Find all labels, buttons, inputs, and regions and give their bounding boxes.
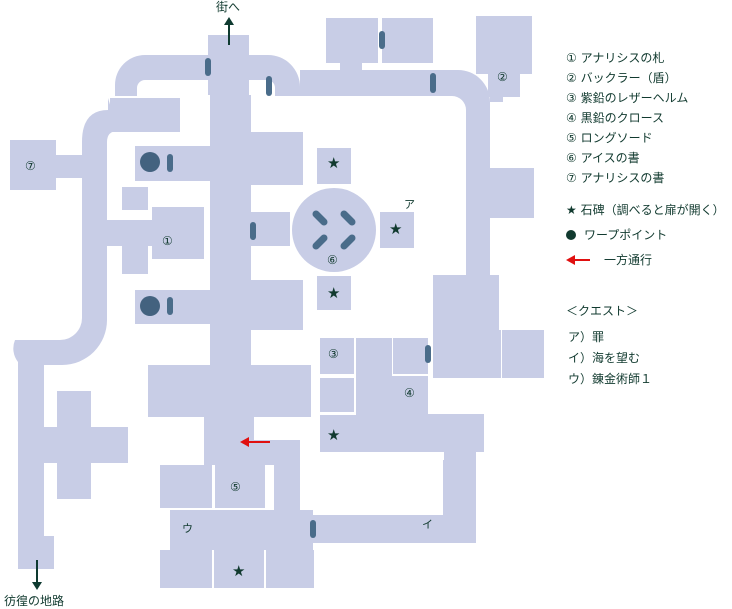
quest-marker-i: イ xyxy=(422,518,433,531)
exit-bottom-label: 彷徨の地路 xyxy=(4,594,65,608)
warp-point-icon xyxy=(140,152,160,172)
circle-pillars xyxy=(312,210,356,250)
room-label-2: ② xyxy=(497,70,508,84)
door xyxy=(250,222,256,240)
stele-icon: ★ xyxy=(389,220,403,238)
legend-item: ⑥ アイスの書 xyxy=(566,151,640,165)
map-floor xyxy=(10,16,544,588)
room-label-4: ④ xyxy=(404,386,415,400)
room-label-3: ③ xyxy=(328,347,339,361)
quest-item: イ）海を望む xyxy=(568,351,641,365)
stele-icon: ★ xyxy=(327,154,341,172)
legend-warp: ワープポイント xyxy=(584,228,668,242)
legend-item: ② バックラー（盾） xyxy=(566,71,677,85)
stele-icon: ★ xyxy=(232,562,246,580)
exit-top-label: 街へ xyxy=(216,0,241,14)
quest-marker-a: ア xyxy=(404,198,415,211)
quest-marker-u: ウ xyxy=(182,522,193,535)
door xyxy=(379,31,385,49)
legend-item: ⑤ ロングソード xyxy=(566,131,653,145)
door xyxy=(425,345,431,363)
legend-item: ④ 黒鉛のクロース xyxy=(566,111,664,125)
stele-icon: ★ xyxy=(327,426,341,444)
legend-stele: ★ 石碑（調べると扉が開く） xyxy=(566,203,725,217)
room-label-1: ① xyxy=(162,234,173,248)
legend-icons xyxy=(566,230,590,265)
warp-legend-icon xyxy=(566,230,576,240)
exit-arrows xyxy=(32,17,234,590)
legend-item: ③ 紫鉛のレザーヘルム xyxy=(566,91,689,105)
door xyxy=(167,297,173,315)
legend-oneway: 一方通行 xyxy=(604,253,653,267)
warp-point-icon xyxy=(140,296,160,316)
legend-item: ① アナリシスの札 xyxy=(566,51,665,65)
warp-points xyxy=(140,152,160,316)
stele-icon: ★ xyxy=(327,284,341,302)
quest-item: ウ）錬金術師１ xyxy=(568,372,653,386)
map-doors xyxy=(167,31,436,538)
legend-item: ⑦ アナリシスの書 xyxy=(566,171,665,185)
quest-title: ＜クエスト＞ xyxy=(566,304,639,318)
door xyxy=(430,73,436,93)
room-label-5: ⑤ xyxy=(230,480,241,494)
door xyxy=(205,58,211,76)
door xyxy=(310,520,316,538)
quest-item: ア）罪 xyxy=(568,330,605,344)
oneway-arrow-icon xyxy=(240,437,270,447)
door xyxy=(167,154,173,172)
door xyxy=(266,76,272,96)
room-label-7: ⑦ xyxy=(25,159,36,173)
room-label-6: ⑥ xyxy=(327,253,338,267)
